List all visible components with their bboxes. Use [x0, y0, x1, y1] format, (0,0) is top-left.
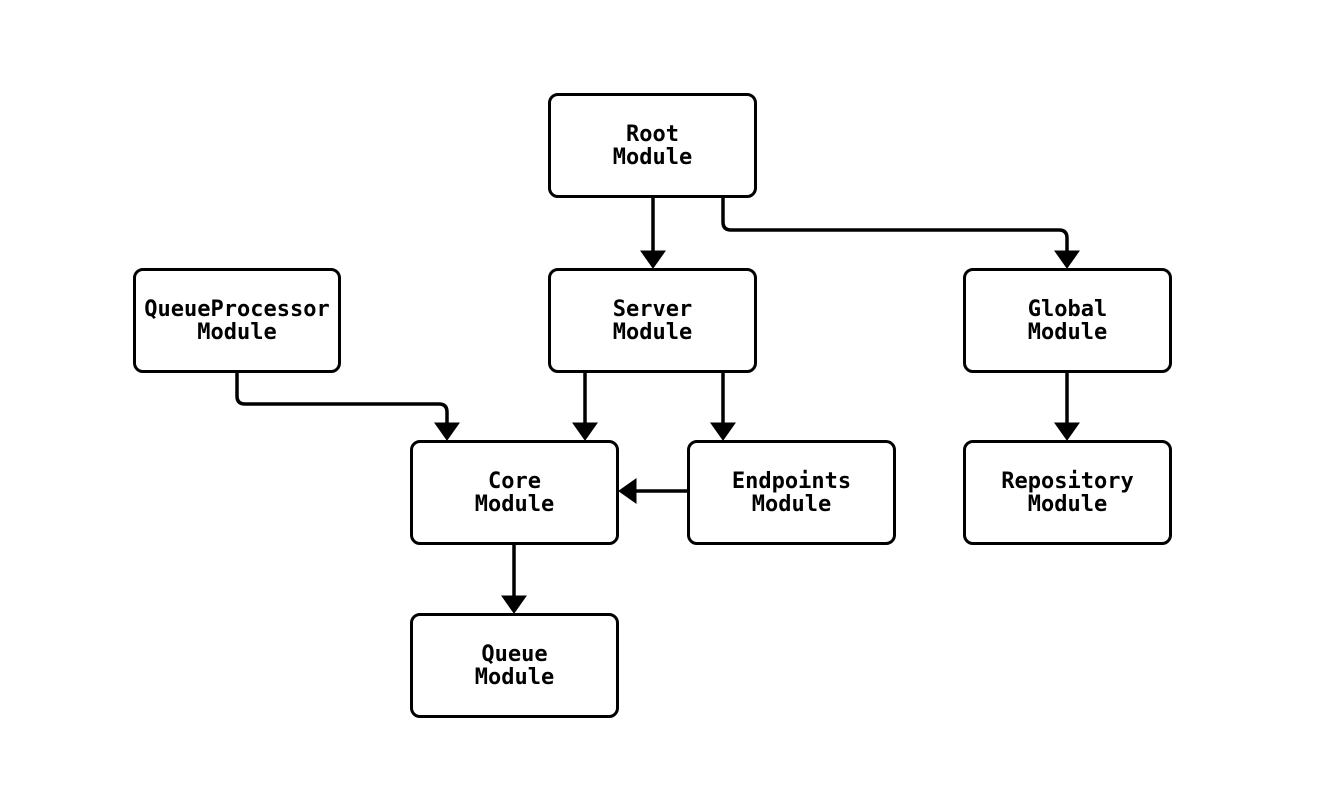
- edge-queueprocessor-module-to-core-module: [235, 371, 460, 441]
- arrowhead-icon: [1054, 250, 1080, 269]
- edge-root-module-to-global-module: [721, 196, 1080, 269]
- node-endpoints-module-label: Endpoints Module: [731, 468, 852, 517]
- edge-endpoints-module-to-core-module: [618, 478, 689, 504]
- node-server-module: Server Module: [548, 268, 757, 373]
- arrowhead-icon: [501, 595, 527, 614]
- edge-server-module-to-core-module: [572, 371, 598, 441]
- arrowhead-icon: [1054, 422, 1080, 441]
- node-repository-module: Repository Module: [963, 440, 1172, 545]
- arrowhead-icon: [618, 478, 637, 504]
- edge-core-module-to-queue-module: [501, 543, 527, 614]
- node-queue-module-label: Queue Module: [474, 641, 555, 690]
- node-endpoints-module: Endpoints Module: [687, 440, 896, 545]
- node-global-module-label: Global Module: [1027, 296, 1108, 345]
- node-queueprocessor-module-label: QueueProcessor Module: [144, 296, 330, 345]
- edge-root-module-to-server-module: [640, 196, 666, 269]
- node-root-module-label: Root Module: [612, 121, 693, 170]
- node-server-module-label: Server Module: [612, 296, 693, 345]
- node-core-module: Core Module: [410, 440, 619, 545]
- arrowhead-icon: [640, 250, 666, 269]
- node-repository-module-label: Repository Module: [1001, 468, 1134, 517]
- node-queueprocessor-module: QueueProcessor Module: [133, 268, 341, 373]
- node-core-module-label: Core Module: [474, 468, 555, 517]
- edge-server-module-to-endpoints-module: [710, 371, 736, 441]
- edge-global-module-to-repository-module: [1054, 371, 1080, 441]
- arrowhead-icon: [434, 422, 460, 441]
- arrowhead-icon: [572, 422, 598, 441]
- node-global-module: Global Module: [963, 268, 1172, 373]
- node-root-module: Root Module: [548, 93, 757, 198]
- node-queue-module: Queue Module: [410, 613, 619, 718]
- arrowhead-icon: [710, 422, 736, 441]
